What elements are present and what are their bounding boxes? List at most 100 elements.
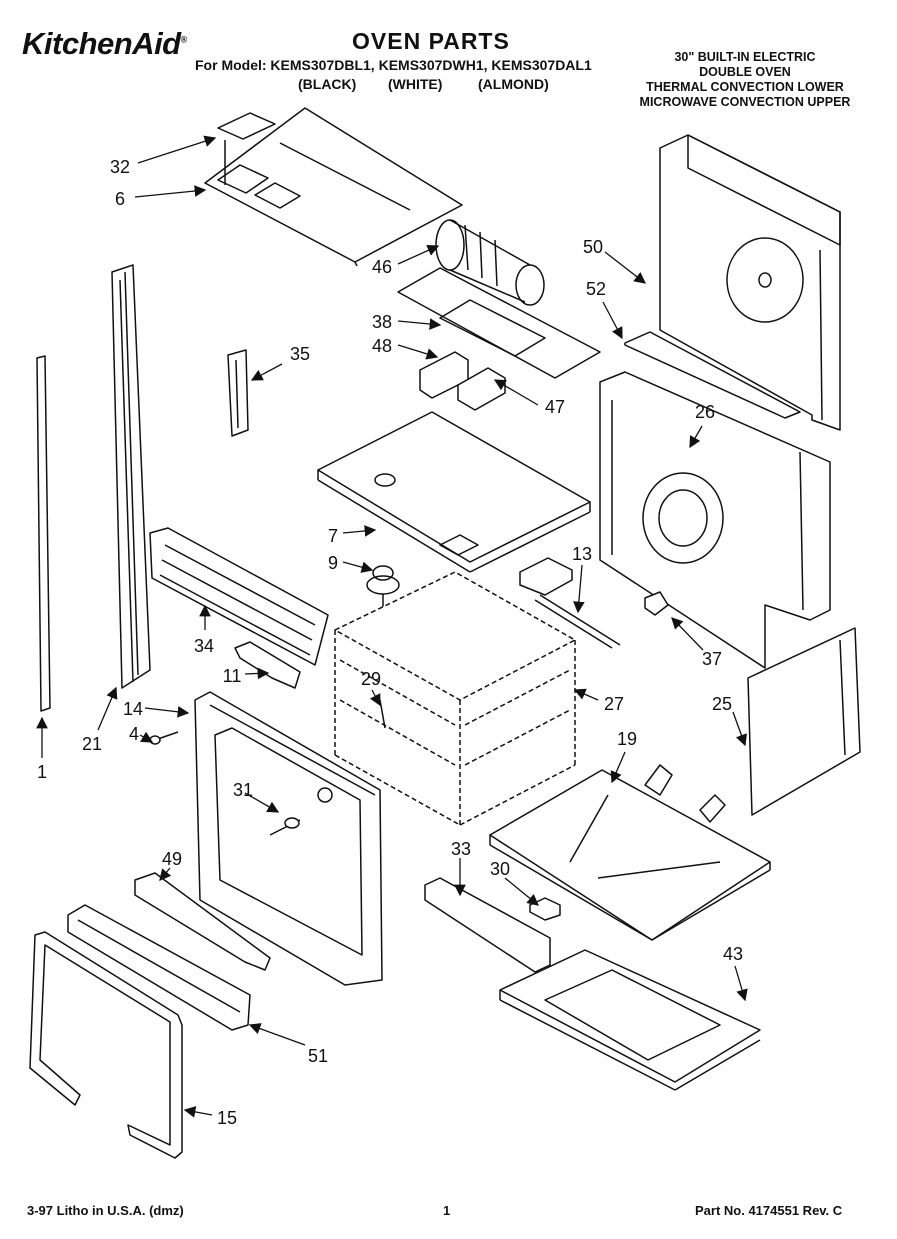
part-50-back-panel xyxy=(659,134,841,431)
leader-51 xyxy=(248,1023,306,1046)
brand-logo: KitchenAid® xyxy=(22,26,187,61)
page-number: 1 xyxy=(443,1203,451,1218)
color-white-label: (WHITE) xyxy=(388,76,443,92)
callout-43: 43 xyxy=(723,944,743,964)
leader-26 xyxy=(689,425,703,449)
leader-37 xyxy=(671,617,704,651)
callout-labels: 32 6 46 50 52 38 48 35 47 26 7 9 13 34 1… xyxy=(37,157,743,1128)
leader-14 xyxy=(144,705,190,718)
part-37-fan-blade xyxy=(644,591,669,616)
leader-21 xyxy=(97,686,118,731)
leader-47 xyxy=(493,379,539,406)
callout-4: 4 xyxy=(129,724,139,744)
callout-30: 30 xyxy=(490,859,510,879)
callout-1: 1 xyxy=(37,762,47,782)
leader-38 xyxy=(397,318,442,330)
part-43-bottom-tray xyxy=(499,949,761,1091)
part-6-top-panel xyxy=(204,107,463,267)
callout-37: 37 xyxy=(702,649,722,669)
leader-25 xyxy=(732,711,747,747)
part-21-side-trim xyxy=(111,264,151,689)
callout-46: 46 xyxy=(372,257,392,277)
product-description-line-2: DOUBLE OVEN xyxy=(699,65,791,79)
callout-38: 38 xyxy=(372,312,392,332)
part-47-bracket xyxy=(457,367,506,411)
part-34-vent-panel xyxy=(149,527,329,666)
callout-52: 52 xyxy=(586,279,606,299)
part-52-side-panel xyxy=(624,331,801,419)
part-29-probe xyxy=(379,699,386,729)
callout-48: 48 xyxy=(372,336,392,356)
litho-note: 3-97 Litho in U.S.A. (dmz) xyxy=(27,1203,184,1218)
leader-27 xyxy=(573,688,599,701)
model-numbers: For Model: KEMS307DBL1, KEMS307DWH1, KEM… xyxy=(195,57,592,73)
part-33-lower-trim xyxy=(424,877,551,973)
callout-13: 13 xyxy=(572,544,592,564)
part-32-label-plate xyxy=(217,112,276,185)
callout-19: 19 xyxy=(617,729,637,749)
part-25-right-panel xyxy=(747,627,861,816)
leader-19 xyxy=(610,751,626,784)
part-14-door-frame xyxy=(194,691,383,986)
leader-30 xyxy=(504,877,540,906)
part-number: Part No. 4174551 Rev. C xyxy=(695,1203,843,1218)
callout-51: 51 xyxy=(308,1046,328,1066)
callout-15: 15 xyxy=(217,1108,237,1128)
callout-9: 9 xyxy=(328,553,338,573)
part-1-trim xyxy=(36,355,51,712)
callout-34: 34 xyxy=(194,636,214,656)
part-11-latch xyxy=(234,641,301,689)
callout-14: 14 xyxy=(123,699,143,719)
product-description-line-4: MICROWAVE CONVECTION UPPER xyxy=(639,95,851,109)
leader-32 xyxy=(137,135,217,164)
part-15-door-gasket xyxy=(29,931,183,1159)
callout-31: 31 xyxy=(233,780,253,800)
part-19-bottom-panel xyxy=(489,764,771,941)
callout-32: 32 xyxy=(110,157,130,177)
callout-11: 11 xyxy=(223,666,242,686)
leader-35 xyxy=(250,363,283,381)
callout-7: 7 xyxy=(328,526,338,546)
part-7-oven-top xyxy=(317,411,591,573)
callout-26: 26 xyxy=(695,402,715,422)
leader-43 xyxy=(734,965,748,1002)
product-description-line-3: THERMAL CONVECTION LOWER xyxy=(646,80,844,94)
callout-29: 29 xyxy=(361,669,381,689)
part-35-hinge xyxy=(227,349,249,437)
color-black-label: (BLACK) xyxy=(298,76,357,92)
leader-52 xyxy=(602,301,623,340)
leader-29 xyxy=(369,689,381,707)
leader-48 xyxy=(397,344,439,360)
leader-15 xyxy=(183,1106,213,1118)
part-31-sensor xyxy=(269,787,333,836)
leader-31 xyxy=(244,792,280,813)
leader-7 xyxy=(342,525,377,537)
callout-50: 50 xyxy=(583,237,603,257)
leader-6 xyxy=(134,185,207,198)
callout-33: 33 xyxy=(451,839,471,859)
leader-13 xyxy=(573,564,585,614)
callout-35: 35 xyxy=(290,344,310,364)
part-49-trim xyxy=(134,872,271,971)
color-almond-label: (ALMOND) xyxy=(478,76,549,92)
callout-47: 47 xyxy=(545,397,565,417)
callout-21: 21 xyxy=(82,734,102,754)
callout-25: 25 xyxy=(712,694,732,714)
callout-27: 27 xyxy=(604,694,624,714)
callout-49: 49 xyxy=(162,849,182,869)
part-27-oven-cavity xyxy=(334,571,576,826)
leader-46 xyxy=(397,244,440,265)
leader-50 xyxy=(604,251,647,284)
part-38-mounting-plate xyxy=(397,267,601,379)
leader-4 xyxy=(139,731,154,743)
page-title: OVEN PARTS xyxy=(352,28,510,54)
leader-lines xyxy=(36,135,748,1118)
part-51-vent-grille xyxy=(67,904,251,1031)
product-description-line-1: 30" BUILT-IN ELECTRIC xyxy=(674,50,816,64)
leader-49 xyxy=(159,867,172,881)
leader-9 xyxy=(342,561,374,573)
callout-6: 6 xyxy=(115,189,125,209)
leader-11 xyxy=(244,667,270,680)
part-4-screw xyxy=(149,731,179,745)
